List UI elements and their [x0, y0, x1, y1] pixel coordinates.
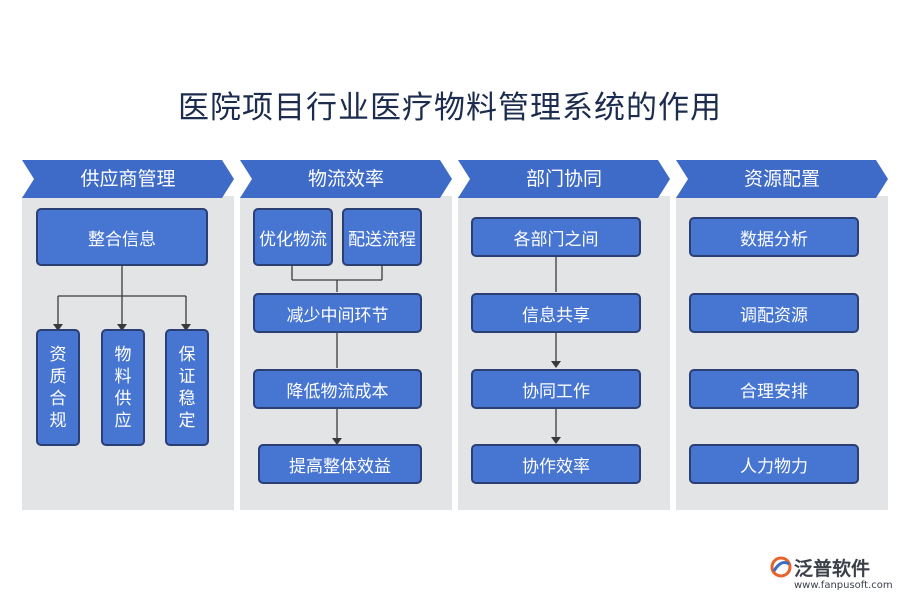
- information-sharing-box: 信息共享: [471, 293, 641, 333]
- qualification-compliance-box: 资质合规: [36, 329, 80, 446]
- logo-name: 泛普软件: [794, 558, 871, 580]
- reasonable-arrangement-box: 合理安排: [689, 369, 859, 409]
- delivery-process-box: 配送流程: [342, 208, 422, 266]
- ensure-stability-box: 保证稳定: [165, 329, 209, 446]
- lower-logistics-cost-box: 降低物流成本: [253, 369, 422, 409]
- integrate-info-box: 整合信息: [36, 208, 208, 266]
- column-supplier-management: 供应商管理 整合信息 资质合规 物料供应 保证稳定: [22, 160, 234, 510]
- column-header-banner: 资源配置: [676, 160, 888, 198]
- data-analysis-box: 数据分析: [689, 217, 859, 257]
- material-supply-box: 物料供应: [101, 329, 145, 446]
- banner-arrow-shape: [22, 160, 234, 198]
- optimize-logistics-box: 优化物流: [253, 208, 333, 266]
- connector-lines: [53, 266, 191, 331]
- column-department-collaboration: 部门协同 各部门之间 信息共享 协同工作 协作效率: [458, 160, 670, 510]
- column-header-label: 物流效率: [307, 168, 384, 190]
- brand-logo: 泛普软件 www.fanpusoft.com: [770, 553, 900, 593]
- logo-url: www.fanpusoft.com: [794, 580, 893, 591]
- banner-arrow-shape: [458, 160, 670, 198]
- column-header-banner: 部门协同: [458, 160, 670, 198]
- banner-arrow-shape: [240, 160, 452, 198]
- page-title: 医院项目行业医疗物料管理系统的作用: [178, 90, 722, 126]
- banner-arrow-shape: [676, 160, 888, 198]
- column-header-label: 部门协同: [525, 168, 602, 190]
- column-header-banner: 供应商管理: [22, 160, 234, 198]
- between-departments-box: 各部门之间: [471, 217, 641, 257]
- column-header-label: 供应商管理: [80, 168, 176, 190]
- column-header-label: 资源配置: [743, 168, 820, 190]
- column-header-banner: 物流效率: [240, 160, 452, 198]
- improve-overall-benefit-box: 提高整体效益: [258, 444, 422, 484]
- collaborative-work-box: 协同工作: [471, 369, 641, 409]
- allocate-resources-box: 调配资源: [689, 293, 859, 333]
- column-logistics-efficiency: 物流效率 优化物流 配送流程 减少中间环节 降低物流成本 提高整体效益: [240, 160, 452, 510]
- collaboration-efficiency-box: 协作效率: [471, 444, 641, 484]
- fanpu-logo-icon: [770, 556, 792, 578]
- column-resource-allocation: 资源配置 数据分析 调配资源 合理安排 人力物力: [676, 160, 888, 510]
- connector-lines: [551, 256, 561, 444]
- reduce-intermediate-box: 减少中间环节: [253, 293, 422, 333]
- connector-lines: [291, 266, 383, 445]
- manpower-materials-box: 人力物力: [689, 444, 859, 484]
